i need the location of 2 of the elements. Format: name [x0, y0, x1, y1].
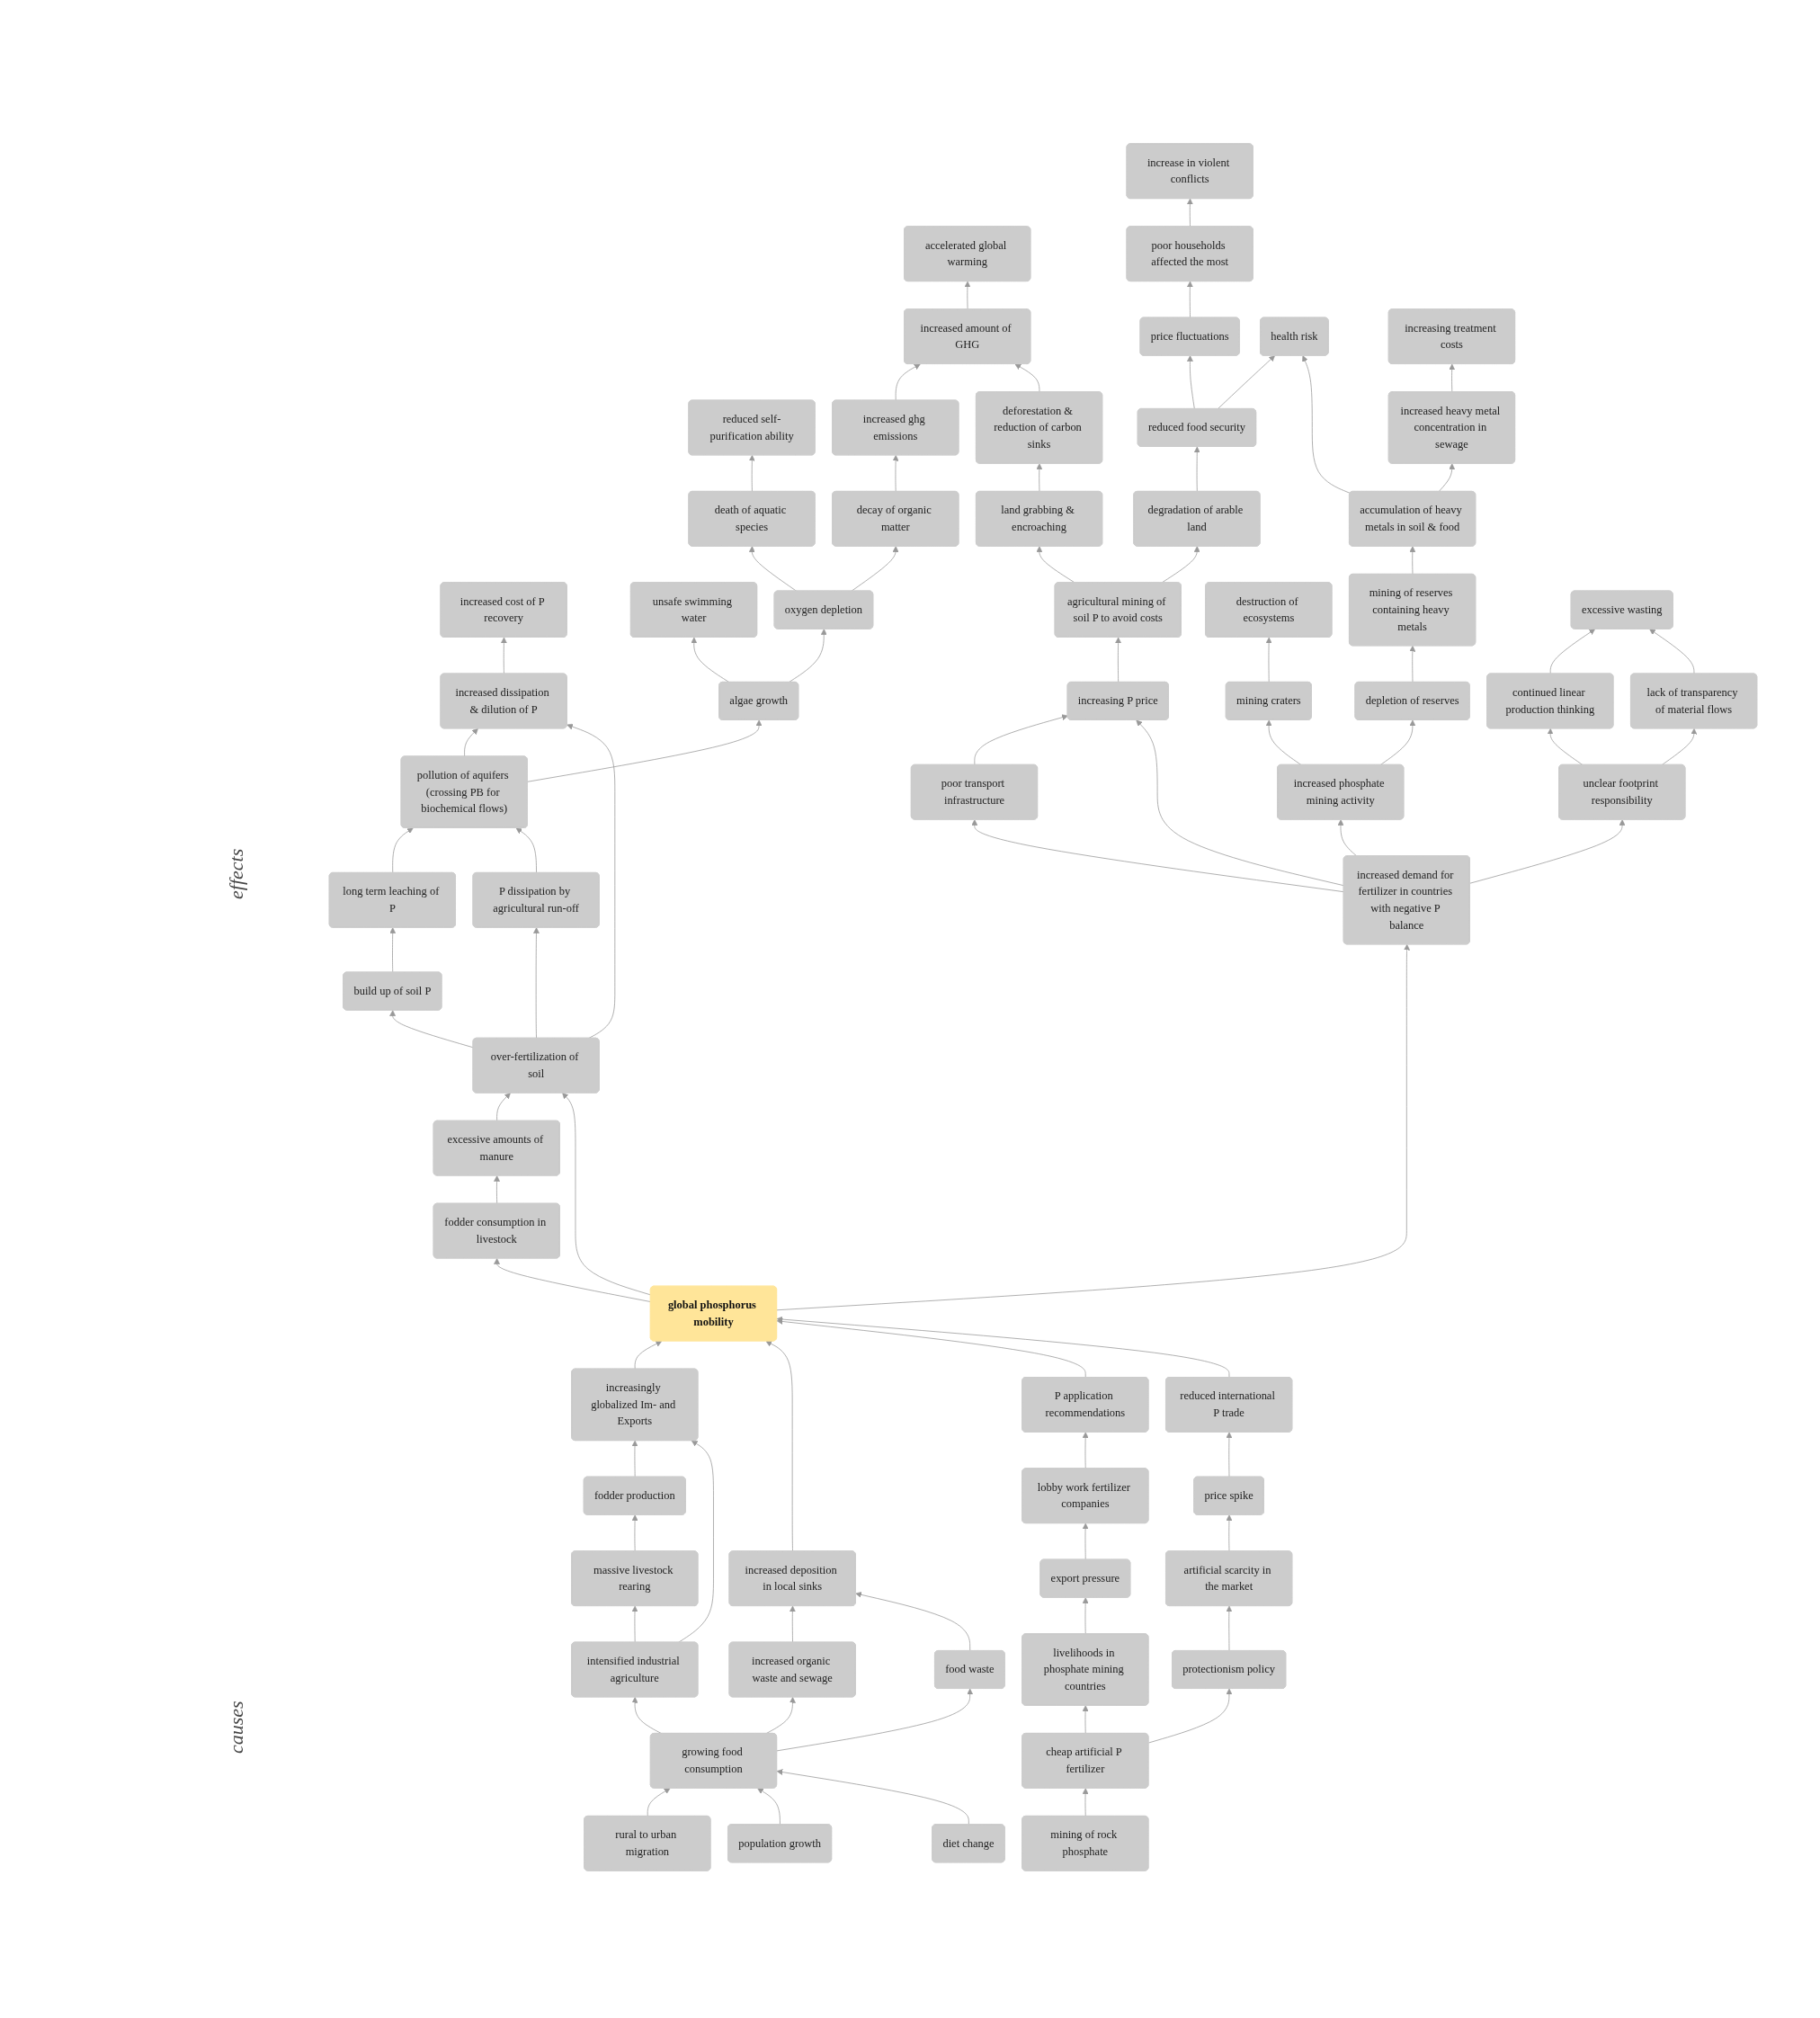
side-label: causes: [225, 1701, 248, 1754]
side-label: effects: [225, 848, 248, 899]
